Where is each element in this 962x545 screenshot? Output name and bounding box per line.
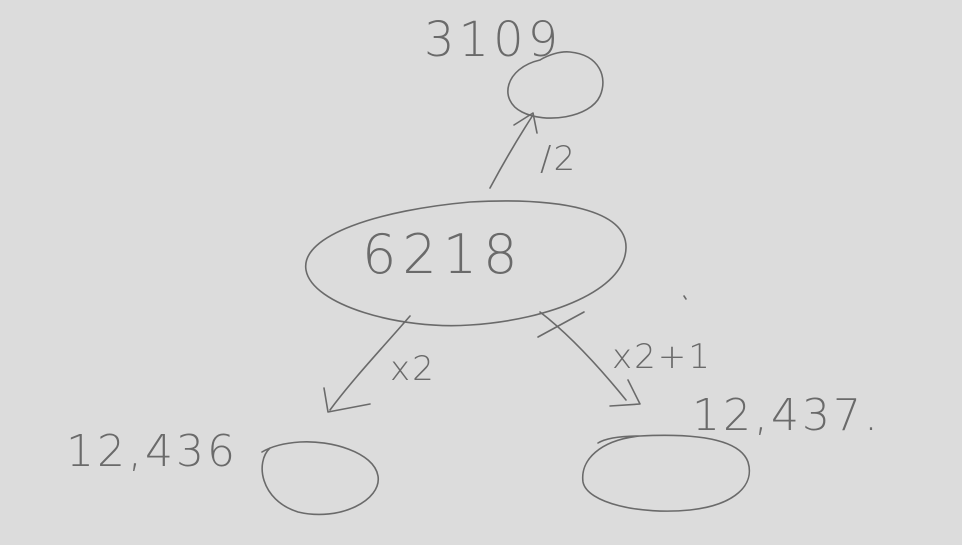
edge-label-divide: /2	[540, 139, 578, 179]
left-child-label: 12,436	[66, 426, 238, 477]
arrowhead-to-left	[323, 387, 371, 413]
right-child-node-circle	[581, 434, 751, 512]
edge-arrow-to-parent	[489, 114, 534, 189]
edge-label-times-two: x2	[390, 349, 436, 389]
edge-arrow-to-right	[539, 311, 627, 401]
edge-arrow-to-left	[329, 315, 411, 411]
stray-dot	[683, 295, 687, 300]
parent-node-circle	[507, 51, 604, 119]
arrowhead-to-right	[609, 379, 641, 407]
edge-label-times-two-plus-one: x2+1	[612, 337, 712, 377]
arrowhead-to-parent	[513, 112, 538, 134]
edge-tick-mark	[537, 311, 585, 338]
root-node-ellipse	[305, 200, 627, 327]
parent-node-label: 3109	[424, 12, 563, 68]
right-child-label: 12,437.	[692, 390, 881, 441]
root-node-label: 6218	[362, 223, 524, 286]
left-child-node-circle	[261, 441, 379, 516]
